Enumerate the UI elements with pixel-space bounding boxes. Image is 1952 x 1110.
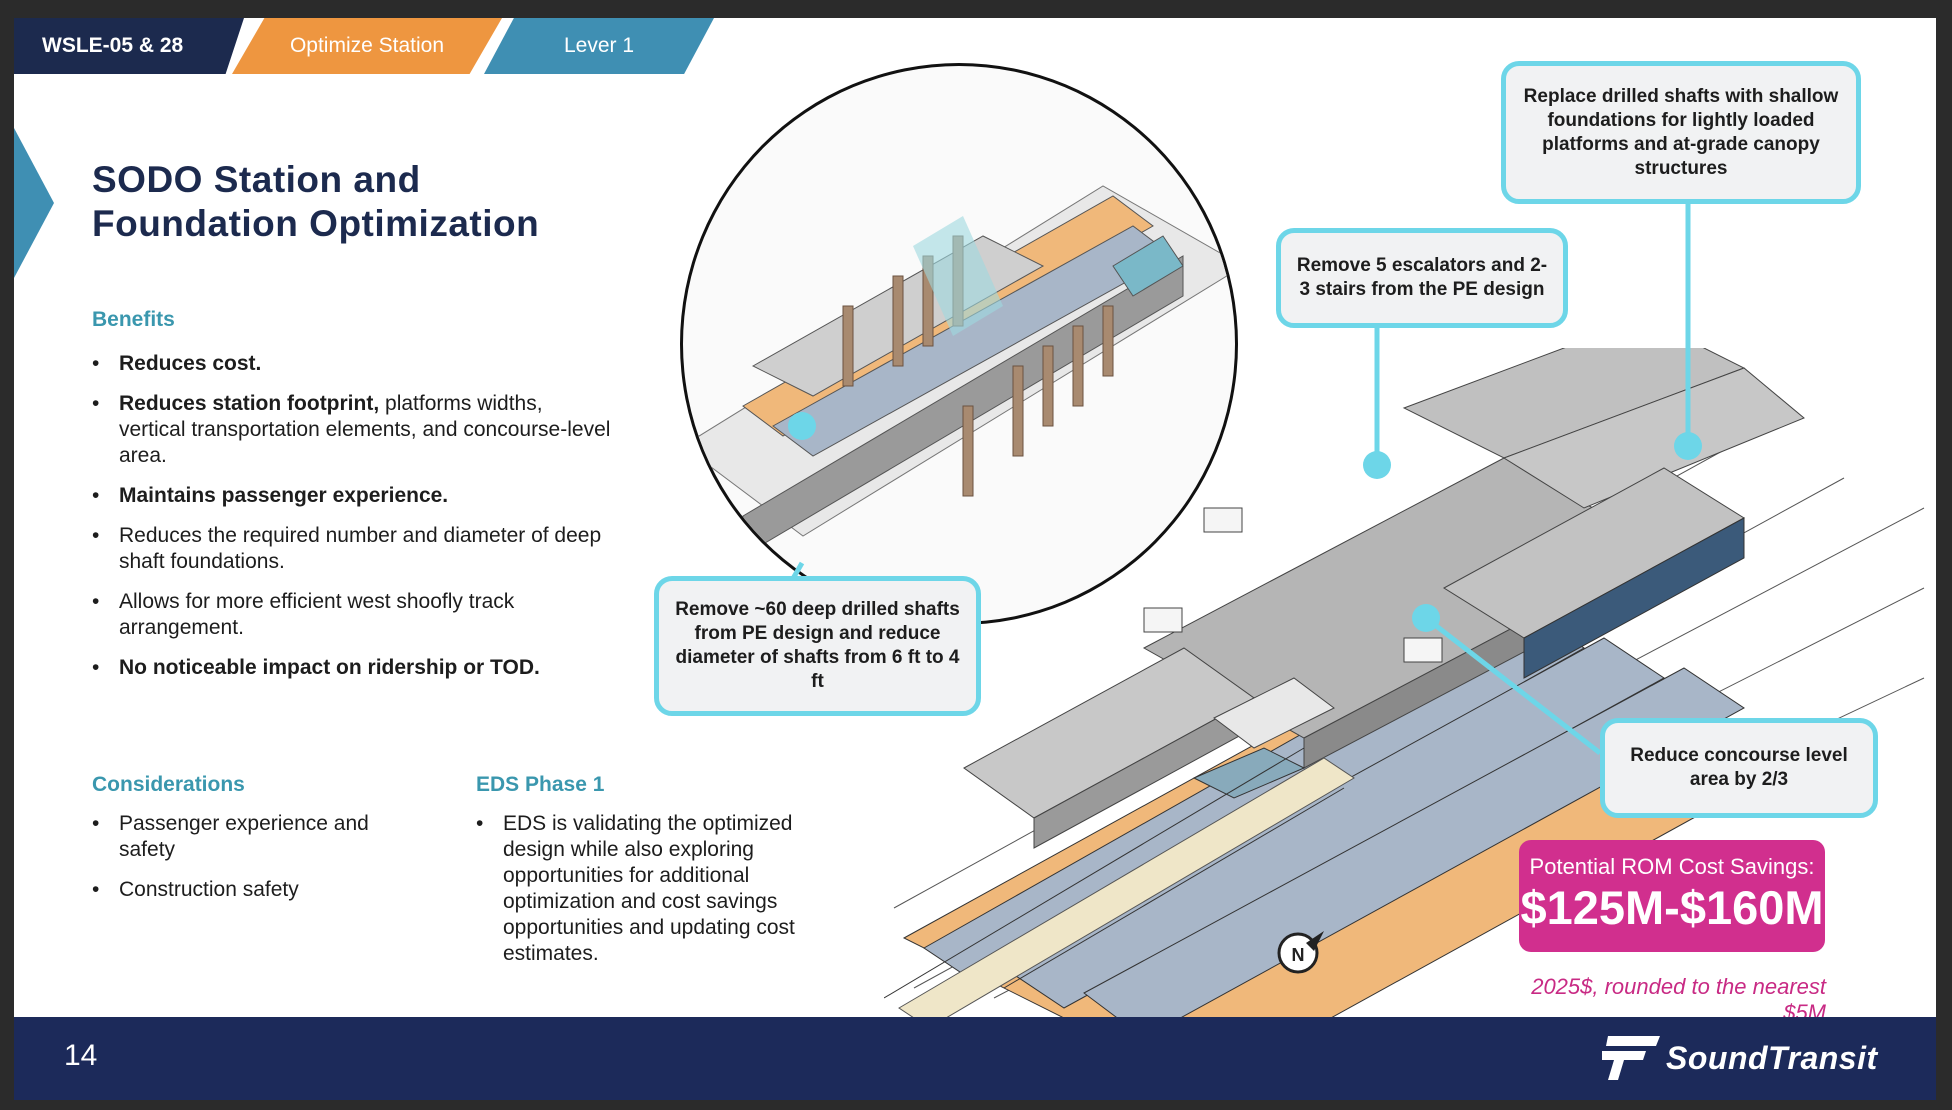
tab-project-id: WSLE-05 & 28 <box>14 18 244 74</box>
list-item: Allows for more efficient west shoofly t… <box>92 589 612 641</box>
eds-list: EDS is validating the optimized design w… <box>476 811 846 981</box>
tab-lever: Lever 1 <box>484 18 714 74</box>
north-arrow-label: N <box>1292 945 1305 965</box>
callout-shallow-foundations: Replace drilled shafts with shallow foun… <box>1501 61 1861 204</box>
callout-remove-drilled-shafts: Remove ~60 deep drilled shafts from PE d… <box>654 576 981 716</box>
list-item-bold-text: Maintains passenger experience. <box>119 484 449 507</box>
footer-bar: 14 SoundTransit <box>14 1017 1936 1100</box>
list-item: Construction safety <box>92 877 422 903</box>
benefits-heading: Benefits <box>92 308 175 331</box>
list-item-bold-text: No noticeable impact on ridership or TOD… <box>119 656 540 679</box>
slide: WSLE-05 & 28 Optimize Station Lever 1 SO… <box>14 18 1936 1100</box>
eds-heading: EDS Phase 1 <box>476 773 605 796</box>
list-item: Passenger experience and safety <box>92 811 422 863</box>
tab-lever-label: Lever 1 <box>563 34 635 57</box>
benefits-list: Reduces cost. Reduces station footprint, … <box>92 351 612 695</box>
sound-transit-logo-icon <box>1602 1036 1660 1080</box>
cost-savings-badge: Potential ROM Cost Savings: $125M-$160M <box>1519 840 1825 952</box>
list-item: Reduces cost. <box>92 351 612 377</box>
zoom-detail-illustration <box>683 185 1235 557</box>
list-item-text: Passenger experience and safety <box>119 812 369 861</box>
list-item-text: Reduces the required number and diameter… <box>119 524 602 573</box>
sound-transit-logo: SoundTransit <box>1602 1029 1878 1087</box>
list-item: EDS is validating the optimized design w… <box>476 811 846 967</box>
callout-leader-lines <box>741 198 1702 755</box>
tab-project-id-label: WSLE-05 & 28 <box>42 34 184 57</box>
list-item: Reduces the required number and diameter… <box>92 523 612 575</box>
page-title: SODO Station and Foundation Optimization <box>92 158 539 246</box>
savings-footnote: 2025$, rounded to the nearest $5M <box>1531 974 1826 1025</box>
zoom-detail-circle <box>680 63 1238 625</box>
north-arrow-icon: N <box>1277 931 1324 974</box>
savings-label: Potential ROM Cost Savings: <box>1529 854 1815 879</box>
side-chevron-icon <box>14 128 54 278</box>
title-line-2: Foundation Optimization <box>92 203 540 244</box>
list-item-text: platforms widths, vertical transportatio… <box>119 392 611 467</box>
list-item-text: Allows for more efficient west shoofly t… <box>119 590 515 639</box>
considerations-heading: Considerations <box>92 773 245 796</box>
considerations-list: Passenger experience and safetyConstruct… <box>92 811 422 917</box>
list-item-bold-text: Reduces cost. <box>119 352 262 375</box>
tab-optimize-station: Optimize Station <box>232 18 502 74</box>
list-item-text: Construction safety <box>119 878 299 901</box>
callout-remove-escalators: Remove 5 escalators and 2-3 stairs from … <box>1276 228 1568 328</box>
tab-optimize-station-label: Optimize Station <box>289 34 445 57</box>
list-item-text: EDS is validating the optimized design w… <box>503 812 795 965</box>
savings-value: $125M-$160M <box>1520 881 1824 934</box>
sound-transit-logo-text: SoundTransit <box>1666 1039 1878 1076</box>
callout-reduce-concourse: Reduce concourse level area by 2/3 <box>1600 718 1878 818</box>
list-item: No noticeable impact on ridership or TOD… <box>92 655 612 681</box>
list-item: Reduces station footprint, platforms wid… <box>92 391 612 469</box>
list-item-bold-text: Reduces station footprint, <box>119 392 380 415</box>
station-isometric-illustration <box>884 348 1925 1028</box>
title-line-1: SODO Station and <box>92 159 421 200</box>
page-number: 14 <box>64 1039 98 1072</box>
list-item: Maintains passenger experience. <box>92 483 612 509</box>
